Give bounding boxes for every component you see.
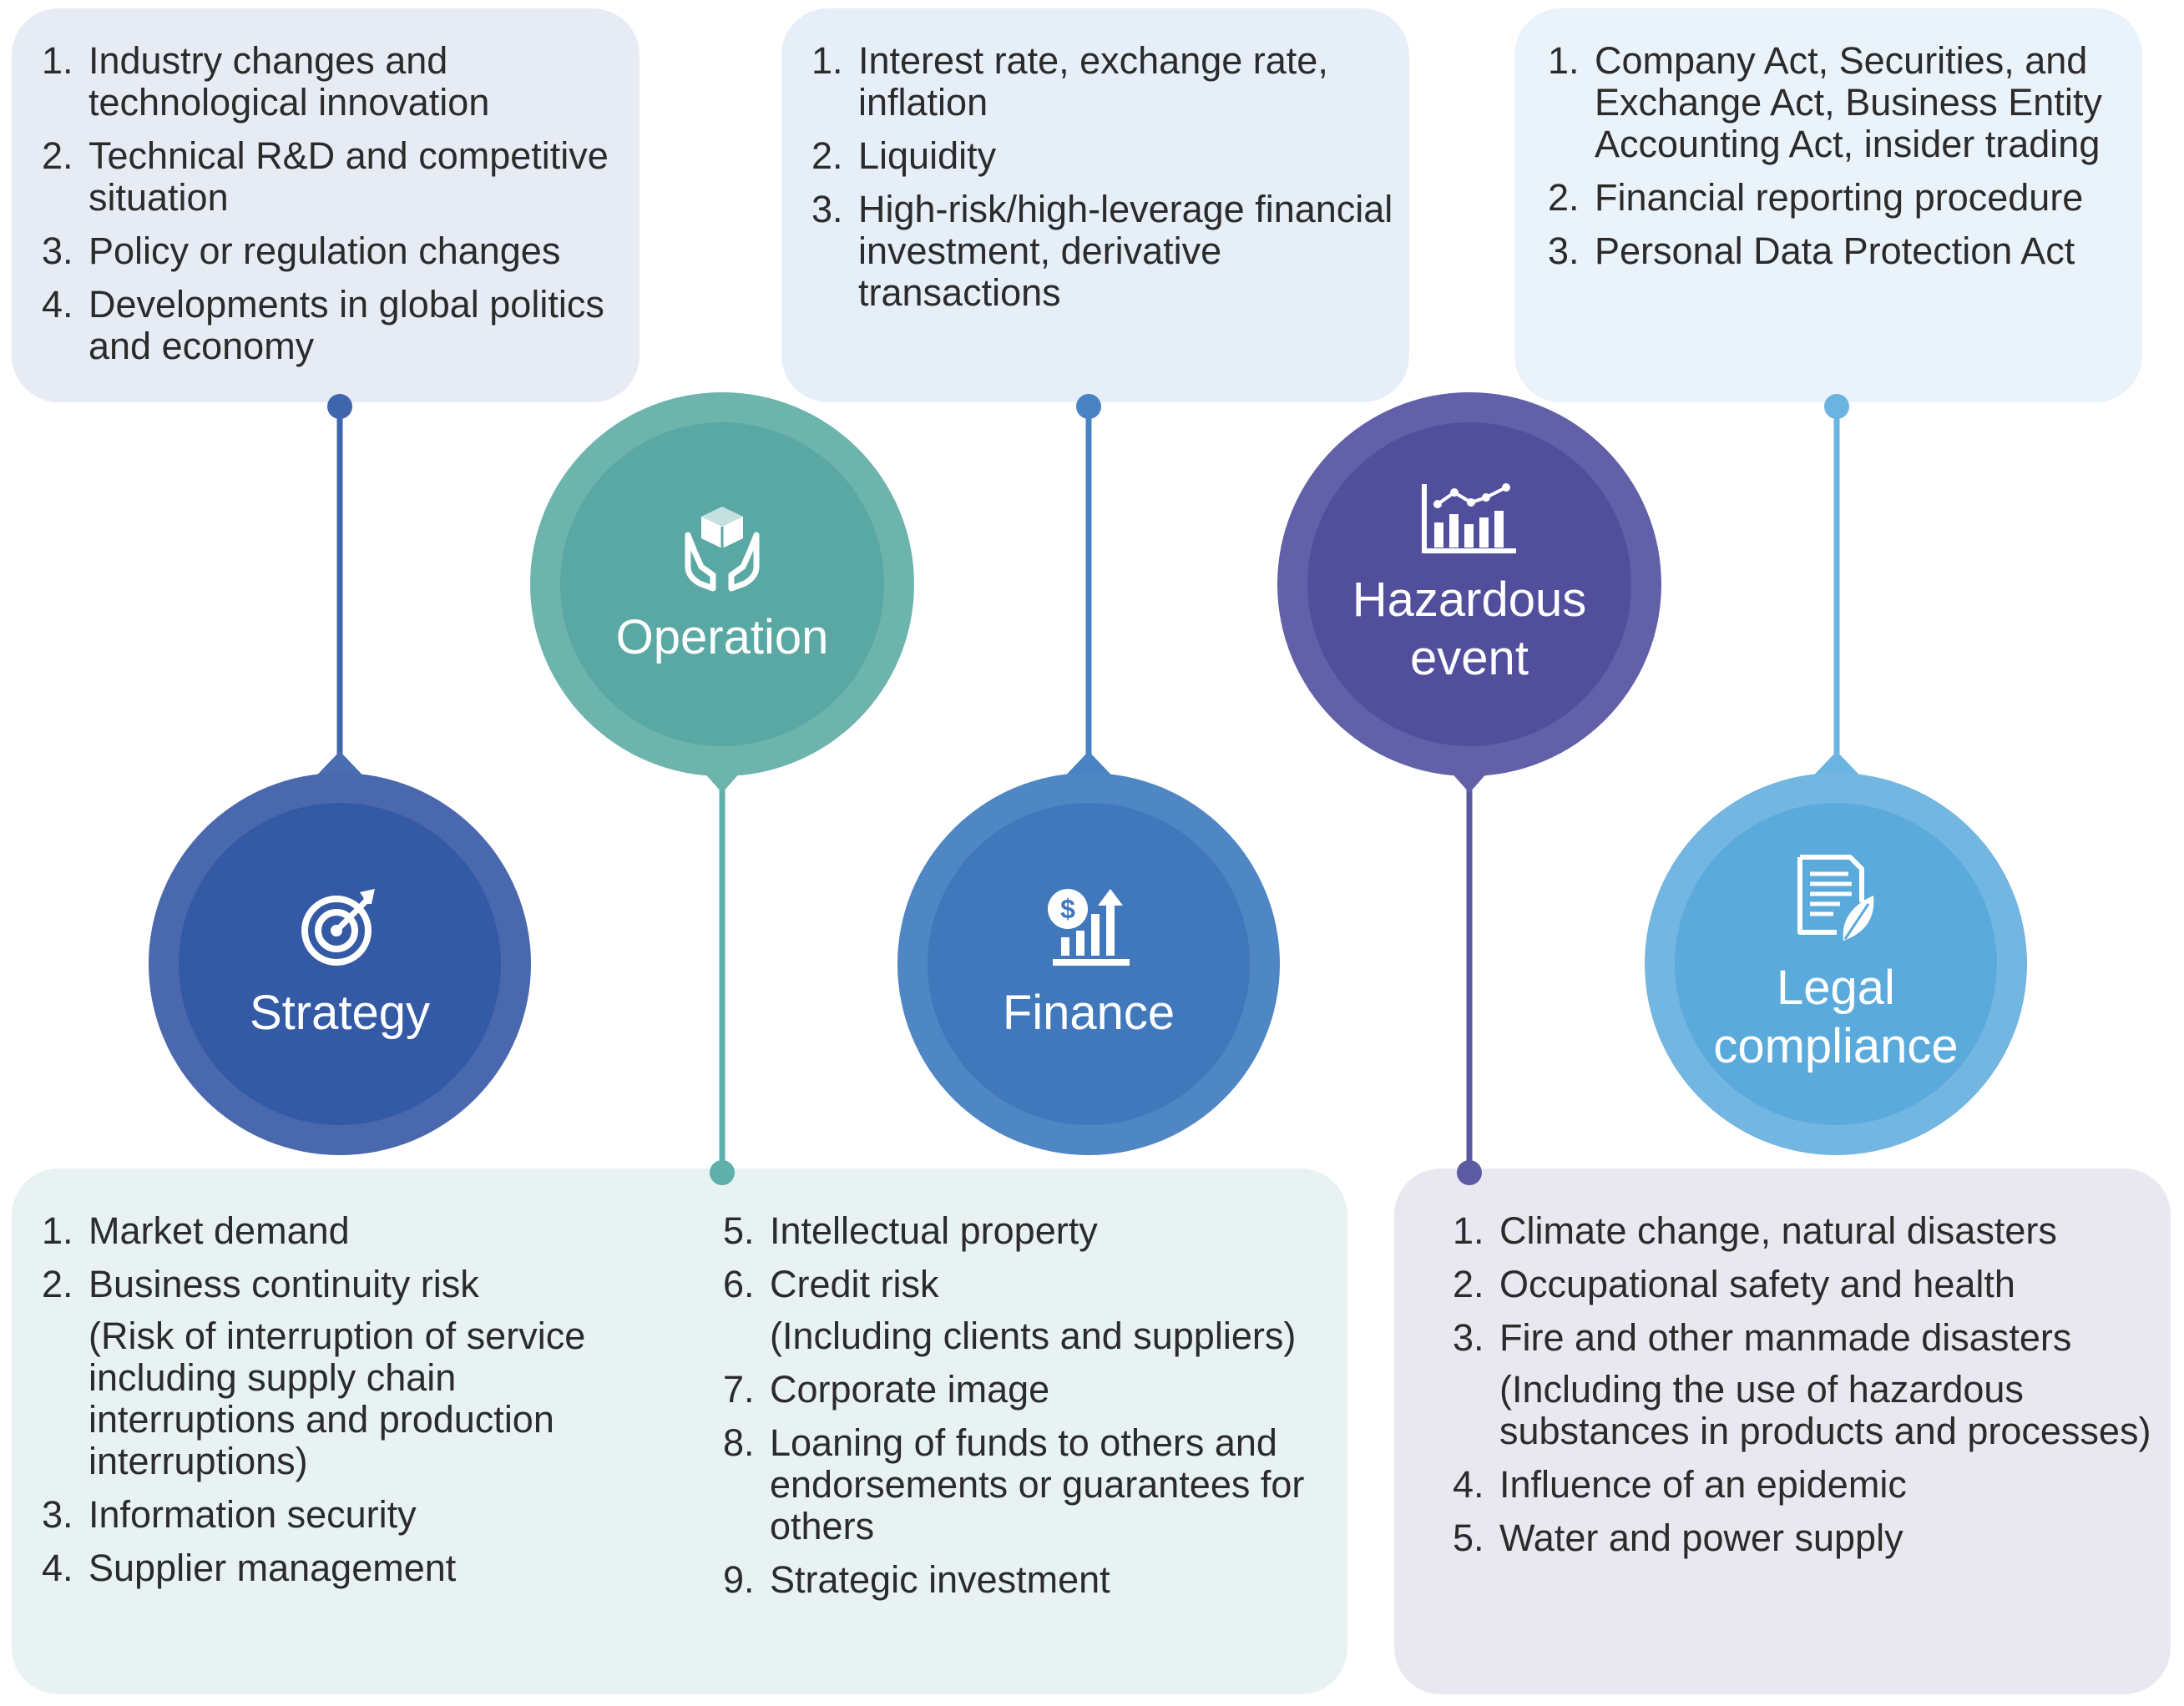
list-item: 3.Fire and other manmade disasters(Inclu… [1453,1317,2154,1452]
target-icon [301,889,375,966]
list-item: 1.Climate change, natural disasters [1453,1209,2057,1252]
hazard-circle: Hazardous event [1277,392,1661,776]
list-item: 3.Personal Data Protection Act [1548,230,2075,272]
list-item-note: (Including clients and suppliers) [770,1315,1297,1357]
strategy-risk-box: 1.Industry changes and technological inn… [12,8,640,402]
list-item: 3.High-risk/high-leverage financial inve… [811,188,1393,314]
hands-box-icon [685,507,760,592]
operation-label: Operation [615,610,829,664]
hazard-label: Hazardous event [1352,573,1587,685]
svg-text:$: $ [1060,894,1075,924]
legal-connector-dot [1824,394,1849,419]
list-item: 2.Occupational safety and health [1453,1263,2015,1305]
operation-connector-dot [710,1160,735,1185]
finance-label: Finance [1002,986,1175,1040]
hazard-risk-list: 1.Climate change, natural disasters 2.Oc… [1453,1210,2154,1571]
strategy-circle: Strategy [149,773,531,1155]
operation-circle: Operation [530,392,914,776]
list-item: 2.Financial reporting procedure [1548,176,2084,219]
list-item: 3.Information security [42,1493,417,1536]
finance-risk-box: 1.Interest rate, exchange rate, inflatio… [781,8,1409,402]
list-item: 4.Influence of an epidemic [1453,1463,1907,1506]
list-item: 1.Industry changes and technological inn… [42,39,490,124]
list-item-note: (Including the use of hazardous substanc… [1499,1368,2151,1452]
strategy-connector-dot [327,394,352,419]
list-item: 1.Market demand [42,1209,350,1252]
list-item: 5.Intellectual property [723,1209,1098,1252]
list-item: 5.Water and power supply [1453,1517,1903,1559]
list-item: 4.Supplier management [42,1547,457,1589]
list-item: 6.Credit risk(Including clients and supp… [723,1264,1307,1357]
strategy-risk-list: 1.Industry changes and technological inn… [42,40,626,379]
finance-circle: $ Finance [897,773,1280,1155]
bar-line-chart-icon [1422,483,1516,553]
hazard-connector-dot [1457,1160,1482,1185]
legal-risk-list: 1.Company Act, Securities, and Exchange … [1548,40,2132,284]
list-item: 1.Company Act, Securities, and Exchange … [1548,39,2102,165]
operation-risk-box: 1.Market demand 2.Business continuity ri… [12,1168,1347,1694]
operation-risk-list-left: 1.Market demand 2.Business continuity ri… [42,1210,643,1601]
list-item-note: (Risk of interruption of service includi… [88,1315,586,1482]
finance-risk-list: 1.Interest rate, exchange rate, inflatio… [811,40,1396,326]
dollar-growth-icon: $ [1048,889,1130,966]
strategy-label: Strategy [250,986,430,1040]
list-item: 2.Technical R&D and competitive situatio… [42,134,609,219]
list-item: 8.Loaning of funds to others and endorse… [723,1421,1305,1547]
finance-connector-dot [1076,394,1101,419]
legal-circle: Legal compliance [1645,773,2027,1155]
list-item: 4.Developments in global politics and ec… [42,283,604,367]
list-item: 2.Liquidity [811,134,997,177]
legal-label: Legal compliance [1713,961,1959,1073]
list-item: 7.Corporate image [723,1368,1050,1411]
list-item: 2.Business continuity risk(Risk of inter… [42,1264,643,1482]
hazard-risk-box: 1.Climate change, natural disasters 2.Oc… [1394,1168,2171,1694]
operation-risk-list-right: 5.Intellectual property 6.Credit risk(In… [723,1210,1307,1613]
list-item: 1.Interest rate, exchange rate, inflatio… [811,39,1328,124]
list-item: 9.Strategic investment [723,1558,1110,1601]
legal-risk-box: 1.Company Act, Securities, and Exchange … [1514,8,2142,402]
list-item: 3.Policy or regulation changes [42,230,561,272]
document-leaf-icon [1797,855,1874,941]
